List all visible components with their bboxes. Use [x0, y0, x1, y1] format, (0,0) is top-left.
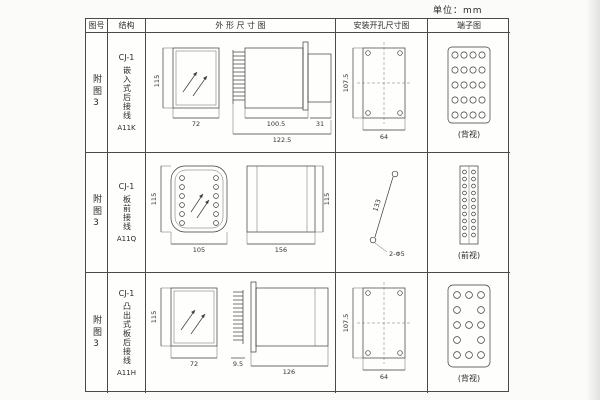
row1-structure-cell: CJ-1 嵌入式后接线 A11K: [108, 33, 146, 153]
row2-dim-side-h: 115: [323, 192, 331, 204]
row1-install-drawing: 107.5 64: [342, 41, 411, 141]
row2-dim-side-w: 156: [274, 246, 286, 254]
row1-dim-front-h: 115: [153, 74, 161, 86]
row1-model: CJ-1: [118, 53, 135, 62]
row1-install-cell: 107.5 64: [336, 33, 428, 153]
row3-dim-front-w: 72: [189, 360, 197, 368]
row2-terminal-drawing: [459, 165, 479, 245]
header-terminal: 端子图: [428, 19, 510, 33]
row1-outline-cell: 115 72 100.5 31: [146, 33, 336, 153]
row3-dim-side-w: 126: [282, 368, 294, 376]
row3-desc: 凸出式板后接线: [122, 302, 132, 365]
row1-outline-drawing: 115 72 100.5 31: [153, 41, 331, 144]
row3-code: A11H: [117, 369, 136, 377]
row1-install-w: 64: [379, 133, 387, 141]
row2-fig-cell: 附图3: [86, 153, 108, 273]
row1-dim-front-w: 72: [191, 120, 199, 128]
row2-dim-front-h: 115: [150, 192, 158, 204]
spec-table: 图号 结构 外 形 尺 寸 图 安装开孔尺寸图 端子图 附图3 CJ-1 嵌入式…: [85, 18, 510, 393]
row1-fig-cell: 附图3: [86, 33, 108, 153]
row3-install-h: 107.5: [342, 314, 350, 333]
header-fig: 图号: [86, 19, 108, 33]
row3-install-cell: 107.5 64: [336, 273, 428, 393]
row2-outline-drawing: 115 105 115 156: [150, 165, 331, 254]
row1-terminal-cell: (背视): [428, 33, 510, 153]
row3-dim-front-h: 115: [150, 311, 158, 323]
row1-terminal-drawing: [447, 46, 491, 124]
row2-terminal-cell: (前视): [428, 153, 510, 273]
row2-structure-cell: CJ-1 板前接线 A11Q: [108, 153, 146, 273]
row3-structure-cell: CJ-1 凸出式板后接线 A11H: [108, 273, 146, 393]
row2-model: CJ-1: [118, 182, 135, 191]
row1-code: A11K: [117, 124, 136, 132]
header-outline: 外 形 尺 寸 图: [146, 19, 336, 33]
row1-desc: 嵌入式后接线: [122, 66, 132, 120]
row3-fig-label: 附图3: [91, 314, 101, 352]
row2-install-hole: 2-Φ5: [389, 250, 405, 258]
row3-model: CJ-1: [118, 289, 135, 298]
row2-install-cell: 133 2-Φ5: [336, 153, 428, 273]
row2-terminal-view-label: (前视): [457, 251, 481, 260]
header-install: 安装开孔尺寸图: [336, 19, 428, 33]
row3-install-w: 64: [379, 373, 387, 381]
scan-edge-shade: [586, 0, 600, 400]
row1-dim-side-top: 100.5: [266, 120, 285, 128]
row3-terminal-cell: (背视): [428, 273, 510, 393]
row2-fig-label: 附图3: [91, 194, 101, 231]
row2-code: A11Q: [116, 235, 137, 243]
unit-label: 单位：mm: [433, 6, 483, 16]
row3-install-drawing: 107.5 64: [342, 282, 411, 381]
row3-terminal-view-label: (背视): [457, 373, 481, 383]
row3-outline-cell: 115 72 9.5 126: [146, 273, 336, 393]
row2-desc: 板前接线: [122, 195, 132, 231]
row3-dim-comb: 9.5: [232, 360, 242, 368]
header-structure: 结构: [108, 19, 146, 33]
row1-fig-label: 附图3: [91, 74, 101, 111]
row2-install-len: 133: [371, 198, 382, 212]
row3-fig-cell: 附图3: [86, 273, 108, 393]
row2-outline-cell: 115 105 115 156: [146, 153, 336, 273]
row3-outline-drawing: 115 72 9.5 126: [150, 281, 328, 376]
row1-dim-side-depth: 31: [315, 120, 323, 128]
row1-install-h: 107.5: [342, 73, 350, 92]
row1-terminal-view-label: (背视): [457, 130, 481, 139]
row3-terminal-drawing: [447, 284, 491, 367]
row2-install-drawing: 133 2-Φ5: [369, 170, 405, 258]
row1-dim-side-total: 122.5: [272, 136, 291, 144]
row2-dim-front-w: 105: [192, 246, 204, 254]
